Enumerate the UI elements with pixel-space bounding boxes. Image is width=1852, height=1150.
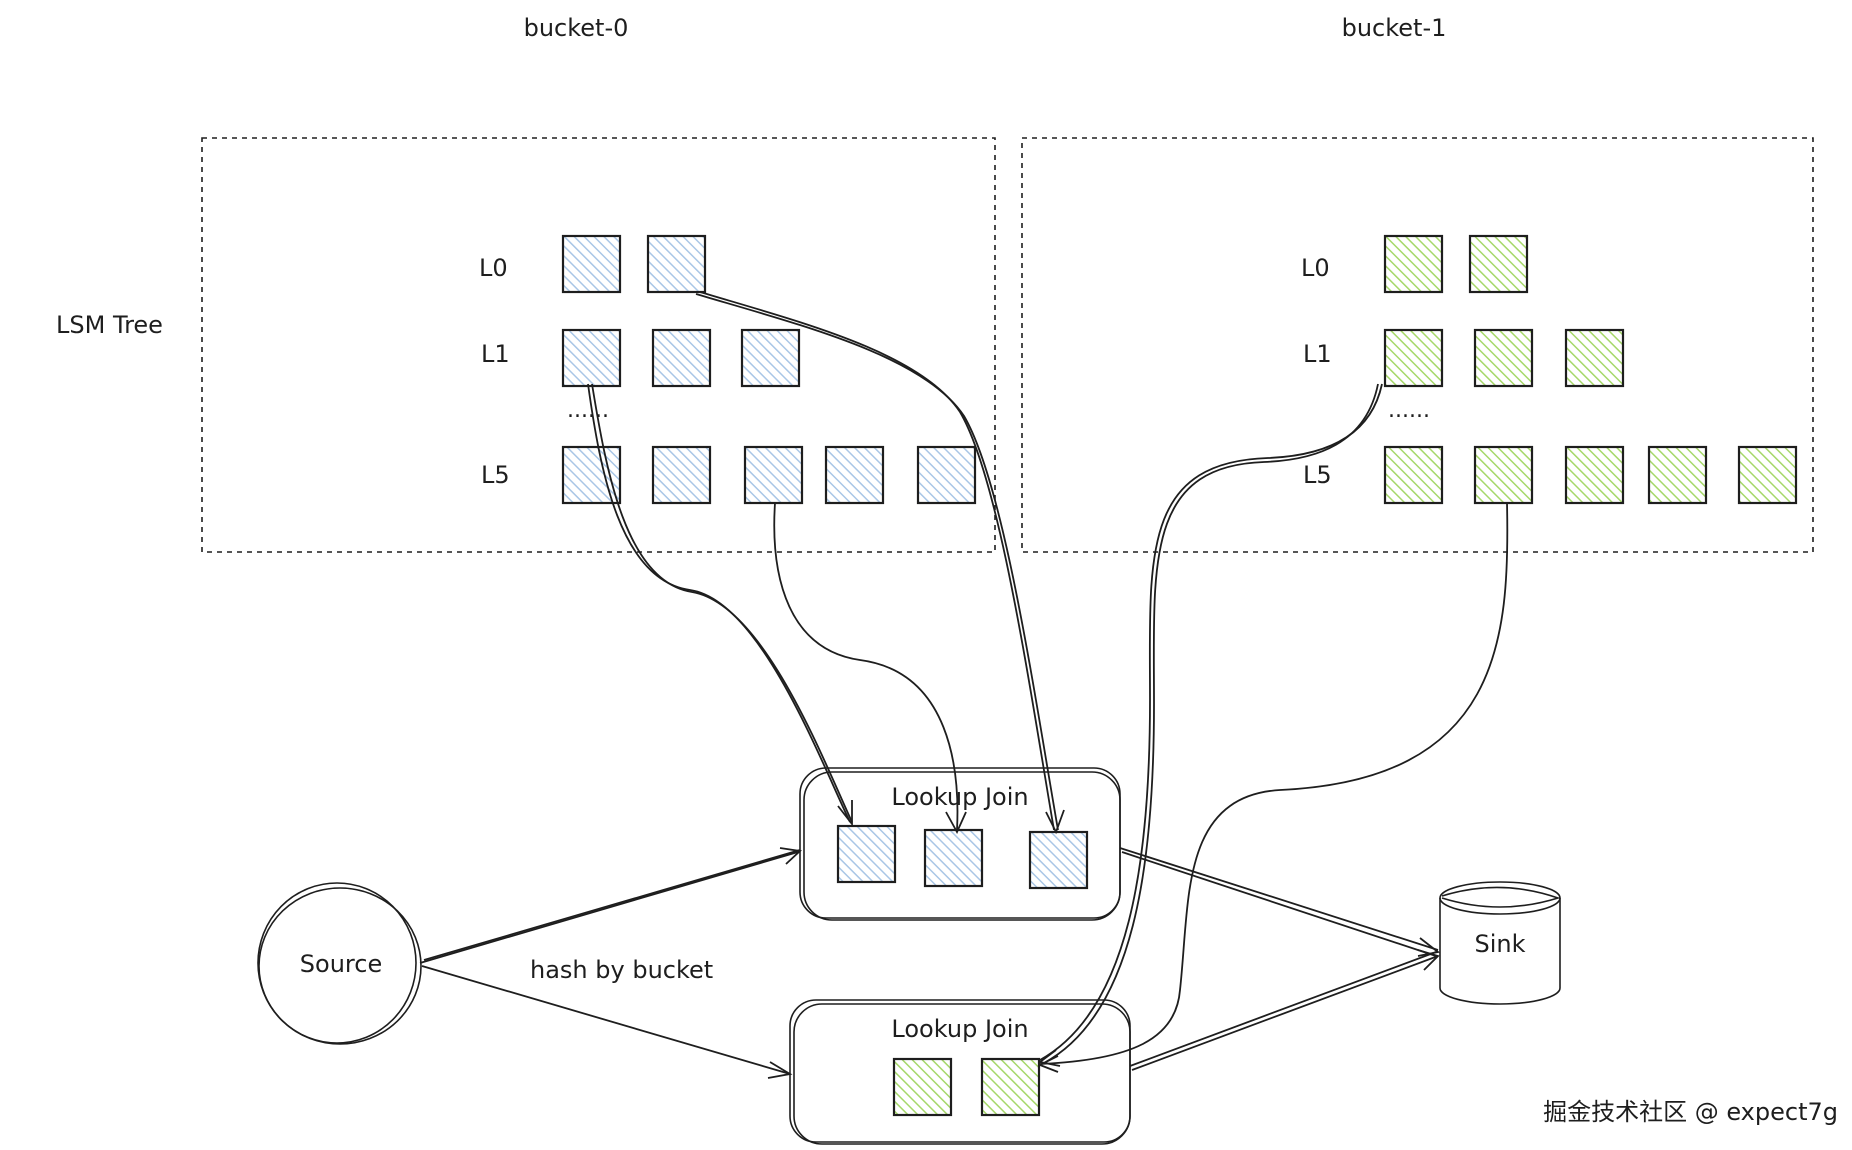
- edge-bucket0-l1-to-join1: [587, 383, 851, 823]
- edge-source-to-join1: [423, 849, 801, 961]
- bucket-1-l1-block: [1473, 328, 1534, 388]
- arrowhead: [1037, 1049, 1061, 1067]
- bucket-0-edges: [587, 291, 1065, 835]
- bucket-1-level-l1: L1: [1303, 340, 1332, 368]
- bucket-1-l5-block: [1647, 445, 1708, 505]
- arrowhead: [1417, 949, 1440, 971]
- bucket-1-l1-block: [1564, 328, 1625, 388]
- lookup-join-1-block: [836, 824, 897, 884]
- bucket-1-l5-block: [1564, 445, 1625, 505]
- bucket-1-l0-block: [1383, 234, 1444, 294]
- source-edges: [419, 847, 802, 1079]
- edge-join2-to-sink: [1129, 951, 1437, 1067]
- bucket-1-level-l0: L0: [1301, 254, 1330, 282]
- edge-source-to-join1: [419, 851, 799, 964]
- bucket-1-l1-block: [1383, 328, 1444, 388]
- bucket-0-l1-block: [561, 328, 622, 388]
- bucket-1-ellipsis: ......: [1388, 398, 1430, 423]
- bucket-0-level-l1: L1: [481, 340, 510, 368]
- source-label: Source: [300, 950, 382, 978]
- arrowhead: [945, 811, 967, 835]
- lookup-join-2-block: [980, 1057, 1041, 1117]
- arrowhead: [767, 1061, 793, 1079]
- arrowhead: [779, 847, 802, 865]
- bucket-0-level-l5: L5: [481, 461, 510, 489]
- bucket-0-l1-block: [651, 328, 712, 388]
- bucket-1-blocks: [1383, 234, 1798, 505]
- bucket-0-blocks: [561, 234, 977, 505]
- edge-join1-to-sink: [1121, 851, 1437, 957]
- bucket-0-l0-block: [646, 234, 707, 294]
- arrowhead: [1037, 1055, 1059, 1073]
- edge-bucket0-l0-to-join1: [699, 291, 1055, 831]
- sink-edges: [1119, 847, 1441, 1071]
- bucket-0-level-l0: L0: [479, 254, 508, 282]
- bucket-1-container: [1021, 137, 1814, 553]
- bucket-0-l1-block: [740, 328, 801, 388]
- edge-bucket1-l1-to-join2: [1039, 383, 1383, 1061]
- edge-bucket0-l1-to-join1: [591, 383, 853, 823]
- edge-join1-to-sink: [1119, 847, 1439, 951]
- lookup-join-1-label: Lookup Join: [891, 783, 1028, 811]
- lookup-join-1-block: [923, 828, 984, 888]
- bucket-0-l0-block: [561, 234, 622, 294]
- bucket-1-l5-block: [1383, 445, 1444, 505]
- bucket-1-level-l5: L5: [1303, 461, 1332, 489]
- lookup-join-1-block: [1028, 830, 1089, 890]
- bucket-1-title: bucket-1: [1342, 14, 1447, 42]
- source-node: Source: [257, 882, 422, 1045]
- bucket-1-edges: [1037, 383, 1509, 1073]
- hash-by-bucket-label: hash by bucket: [530, 956, 713, 984]
- bucket-1-l0-block: [1468, 234, 1529, 294]
- edge-bucket1-l5-to-join2: [1039, 502, 1509, 1065]
- bucket-0-container: [201, 137, 996, 553]
- bucket-0-l5-block: [916, 445, 977, 505]
- bucket-0-l5-block: [651, 445, 712, 505]
- bucket-1-l5-block: [1737, 445, 1798, 505]
- lookup-join-node-2: Lookup Join: [789, 999, 1131, 1145]
- watermark: 掘金技术社区 @ expect7g: [1543, 1098, 1838, 1126]
- bucket-1-l5-block: [1473, 445, 1534, 505]
- sink-node: Sink: [1439, 881, 1561, 1005]
- bucket-0-title: bucket-0: [524, 14, 629, 42]
- edge-bucket0-l5-to-join1: [773, 502, 959, 831]
- lookup-join-2-block: [892, 1057, 953, 1117]
- lsm-tree-label: LSM Tree: [56, 311, 163, 339]
- edge-join2-to-sink: [1131, 955, 1439, 1071]
- sink-label: Sink: [1474, 930, 1525, 958]
- edge-source-to-join2: [421, 965, 791, 1075]
- edge-bucket0-l0-to-join1: [695, 293, 1059, 831]
- lookup-join-2-label: Lookup Join: [891, 1015, 1028, 1043]
- lookup-join-node-1: Lookup Join: [799, 767, 1121, 921]
- arrowhead: [837, 800, 853, 827]
- bucket-0-l5-block: [743, 445, 804, 505]
- arrowhead: [1045, 809, 1065, 835]
- edge-bucket1-l1-to-join2: [1043, 383, 1379, 1064]
- arrowhead: [1417, 937, 1441, 957]
- bucket-0-l5-block: [561, 445, 622, 505]
- bucket-0-ellipsis: ......: [567, 398, 609, 423]
- bucket-0-l5-block: [824, 445, 885, 505]
